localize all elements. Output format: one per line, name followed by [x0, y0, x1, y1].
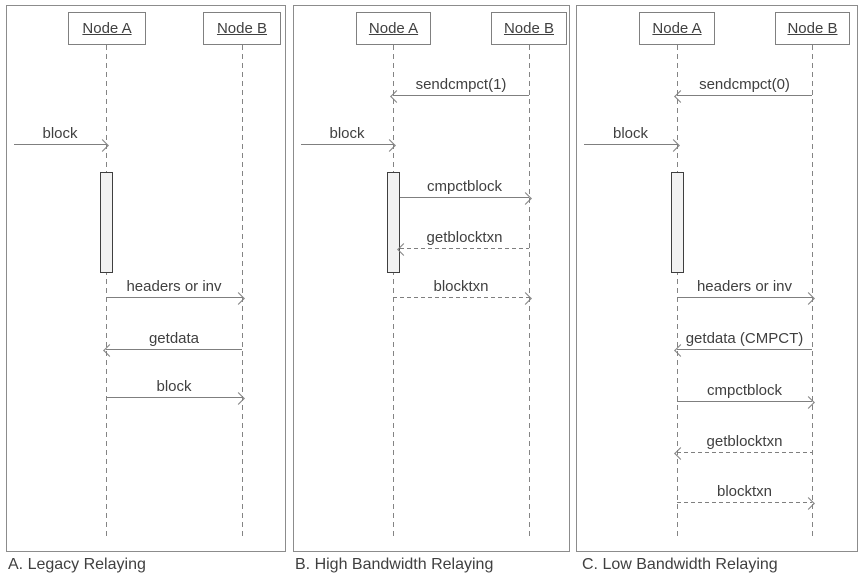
lifeline-node-b	[242, 45, 243, 538]
message-label: getdata (CMPCT)	[685, 330, 804, 347]
panel-low-bandwidth-relaying: Node A Node B sendcmpct(0) block headers…	[576, 5, 858, 552]
node-b-box: Node B	[491, 12, 567, 45]
message-block-in: block	[584, 123, 680, 152]
message-arrow-line	[677, 291, 815, 305]
message-label: block	[329, 125, 365, 142]
activation-bar-node-a	[387, 172, 400, 273]
message-label: headers or inv	[696, 278, 793, 295]
node-a-box: Node A	[68, 12, 146, 45]
message-label: cmpctblock	[706, 382, 783, 399]
panel-legacy-relaying: Node A Node B block headers or inv getda…	[6, 5, 286, 552]
caption-legacy-relaying: A. Legacy Relaying	[8, 556, 146, 573]
activation-bar-node-a	[671, 172, 684, 273]
message-arrow-line	[400, 191, 532, 205]
lifeline-node-b	[529, 45, 530, 538]
message-arrow-line	[674, 89, 812, 103]
panel-high-bandwidth-relaying: Node A Node B sendcmpct(1) block cmpctbl…	[293, 5, 570, 552]
message-getdata-cmpct: getdata (CMPCT)	[674, 328, 812, 357]
message-block-in: block	[14, 123, 109, 152]
node-a-box: Node A	[356, 12, 431, 45]
message-headers-or-inv: headers or inv	[106, 276, 245, 305]
message-arrow-line	[301, 138, 396, 152]
message-label: sendcmpct(0)	[699, 76, 790, 93]
message-arrow-line	[106, 391, 245, 405]
message-label: getblocktxn	[706, 433, 783, 450]
message-arrow-line	[674, 446, 812, 460]
node-a-label: Node A	[368, 20, 419, 37]
message-sendcmpct-0: sendcmpct(0)	[674, 74, 812, 103]
message-label: getdata	[148, 330, 200, 347]
message-block-relay: block	[106, 376, 245, 405]
message-label: blocktxn	[716, 483, 773, 500]
node-a-box: Node A	[639, 12, 715, 45]
node-b-label: Node B	[787, 20, 838, 37]
message-label: getblocktxn	[426, 229, 503, 246]
caption-low-bandwidth-relaying: C. Low Bandwidth Relaying	[582, 556, 778, 573]
message-arrow-line	[390, 89, 529, 103]
message-getblocktxn: getblocktxn	[397, 227, 529, 256]
message-arrow-line	[14, 138, 109, 152]
node-b-box: Node B	[203, 12, 281, 45]
message-label: headers or inv	[126, 278, 222, 295]
message-label: blocktxn	[433, 278, 489, 295]
lifeline-node-a	[677, 45, 678, 538]
message-arrow-line	[106, 291, 245, 305]
message-sendcmpct-1: sendcmpct(1)	[390, 74, 529, 103]
lifeline-node-b	[812, 45, 813, 538]
message-getblocktxn: getblocktxn	[674, 431, 812, 460]
message-blocktxn: blocktxn	[393, 276, 532, 305]
message-cmpctblock: cmpctblock	[677, 380, 815, 409]
message-arrow-line	[393, 291, 532, 305]
message-arrow-line	[397, 242, 529, 256]
message-arrow-line	[103, 343, 242, 357]
message-cmpctblock: cmpctblock	[400, 176, 532, 205]
node-a-label: Node A	[82, 20, 132, 37]
node-b-box: Node B	[775, 12, 850, 45]
message-arrow-line	[677, 395, 815, 409]
message-block-in: block	[301, 123, 396, 152]
message-label: cmpctblock	[426, 178, 503, 195]
message-label: sendcmpct(1)	[415, 76, 507, 93]
message-getdata: getdata	[103, 328, 242, 357]
message-arrow-line	[674, 343, 812, 357]
message-headers-or-inv: headers or inv	[677, 276, 815, 305]
message-blocktxn: blocktxn	[677, 481, 815, 510]
node-a-label: Node A	[652, 20, 702, 37]
node-b-label: Node B	[503, 20, 555, 37]
message-label: block	[612, 125, 649, 142]
message-label: block	[156, 378, 192, 395]
lifeline-node-a	[106, 45, 107, 538]
message-arrow-line	[677, 496, 815, 510]
caption-high-bandwidth-relaying: B. High Bandwidth Relaying	[295, 556, 494, 573]
activation-bar-node-a	[100, 172, 113, 273]
message-arrow-line	[584, 138, 680, 152]
node-b-label: Node B	[216, 20, 268, 37]
lifeline-node-a	[393, 45, 394, 538]
message-label: block	[42, 125, 78, 142]
